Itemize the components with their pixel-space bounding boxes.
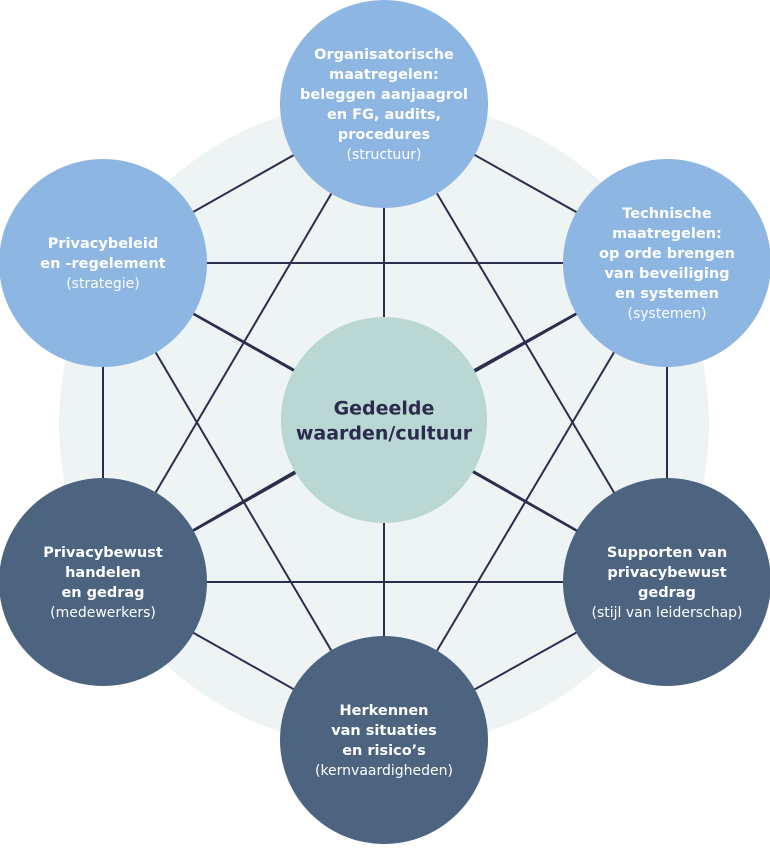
node-title-line: en systemen	[615, 286, 719, 302]
node-title-line: Herkennen	[339, 703, 428, 719]
node-subtitle: (stijl van leiderschap)	[592, 605, 743, 621]
node-title-line: en -regelement	[40, 256, 165, 272]
node-subtitle: (structuur)	[346, 147, 421, 163]
center-circle	[281, 317, 487, 523]
node-title-line: Privacybewust	[43, 545, 163, 561]
center-label-line: waarden/cultuur	[296, 423, 473, 445]
node-title-line: op orde brengen	[599, 246, 735, 262]
center-label-line: Gedeelde	[334, 398, 435, 420]
node-title-line: en FG, audits,	[327, 107, 441, 123]
node-medewerkers: Privacybewust handelen en gedrag (medewerke…	[0, 478, 207, 686]
node-title-line: Privacybeleid	[48, 236, 158, 252]
node-title-line: maatregelen:	[612, 226, 722, 242]
node-circle	[280, 0, 488, 208]
node-title-line: Technische	[622, 206, 712, 222]
node-title-line: Organisatorische	[314, 47, 454, 63]
node-structuur: Organisatorische maatregelen: beleggen aan…	[280, 0, 488, 208]
node-kernvaardigheden: Herkennen van situaties en risico’s (kernva…	[280, 636, 488, 844]
node-systemen: Technische maatregelen: op orde brengen van…	[563, 159, 770, 367]
node-title-line: van situaties	[331, 723, 437, 739]
node-subtitle: (systemen)	[627, 306, 706, 322]
node-circle	[563, 159, 770, 367]
node-subtitle: (medewerkers)	[50, 605, 156, 621]
node-subtitle: (kernvaardigheden)	[315, 763, 453, 779]
node-title-line: gedrag	[638, 585, 696, 601]
node-circle	[0, 478, 207, 686]
node-stijl: Supporten van privacybewust gedrag (stijl v…	[563, 478, 770, 686]
node-title-line: privacybewust	[607, 565, 726, 581]
node-subtitle: (strategie)	[66, 276, 140, 292]
node-title-line: handelen	[65, 565, 141, 581]
node-title-line: maatregelen:	[329, 67, 439, 83]
node-circle	[280, 636, 488, 844]
node-title-line: beleggen aanjaagrol	[300, 87, 468, 103]
node-title-line: en gedrag	[61, 585, 144, 601]
node-strategie: Privacybeleid en -regelement (strategie)	[0, 159, 207, 367]
node-circle	[0, 159, 207, 367]
node-circle	[563, 478, 770, 686]
node-title-line: procedures	[338, 127, 430, 143]
center-node: Gedeelde waarden/cultuur	[281, 317, 487, 523]
node-title-line: Supporten van	[607, 545, 727, 561]
node-title-line: en risico’s	[342, 743, 426, 759]
node-title-line: van beveiliging	[604, 266, 729, 282]
